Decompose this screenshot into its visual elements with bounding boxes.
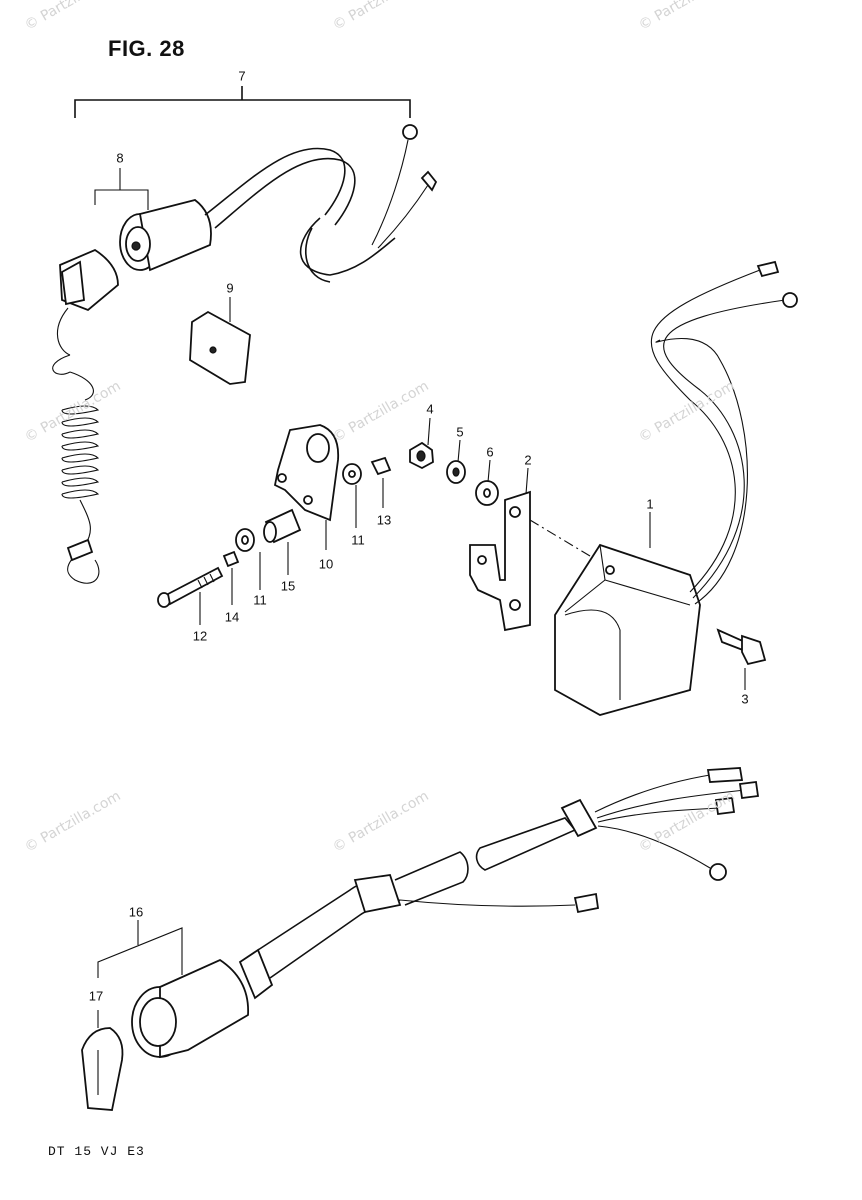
callout-5: 5 — [456, 424, 464, 440]
figure-title: FIG. 28 — [108, 36, 185, 61]
nut-4 — [409, 441, 434, 470]
bracket-10 — [273, 424, 340, 522]
cdi-unit-1 — [554, 543, 701, 716]
callout-9: 9 — [226, 280, 234, 296]
bracket-2 — [469, 490, 531, 632]
cap-17 — [81, 1010, 124, 1111]
callout-15: 15 — [280, 578, 296, 594]
leader-lines — [199, 297, 651, 625]
callout-4: 4 — [426, 401, 434, 417]
washer-11-upper — [342, 463, 362, 485]
bracket-16 — [97, 920, 183, 978]
washer-6 — [475, 480, 499, 506]
callout-1: 1 — [646, 496, 654, 512]
callout-14: 14 — [224, 609, 240, 625]
bracket-7 — [74, 86, 411, 118]
key-switch-assembly — [52, 124, 438, 584]
lanyard-coil — [61, 405, 100, 499]
callout-11-lower: 11 — [253, 592, 267, 608]
callout-17: 17 — [88, 988, 104, 1004]
washer-11-lower — [235, 528, 255, 552]
callout-8: 8 — [116, 150, 124, 166]
callout-12: 12 — [192, 628, 208, 644]
switch-harness-16 — [131, 767, 760, 1059]
callout-13: 13 — [376, 512, 392, 528]
washer-13 — [370, 456, 392, 476]
callout-11-upper: 11 — [351, 532, 365, 548]
bolt-12 — [157, 566, 224, 608]
collar-15 — [263, 508, 302, 544]
callout-10: 10 — [318, 556, 334, 572]
bolt-3 — [716, 628, 767, 666]
callout-2: 2 — [524, 452, 532, 468]
callout-6: 6 — [486, 444, 494, 460]
callout-16: 16 — [128, 904, 144, 920]
washer-5 — [446, 460, 466, 484]
callout-7: 7 — [238, 68, 246, 84]
model-code: DT 15 VJ E3 — [48, 1144, 145, 1159]
plate-9 — [189, 310, 251, 385]
callout-3: 3 — [741, 691, 749, 707]
washer-14 — [222, 550, 240, 568]
